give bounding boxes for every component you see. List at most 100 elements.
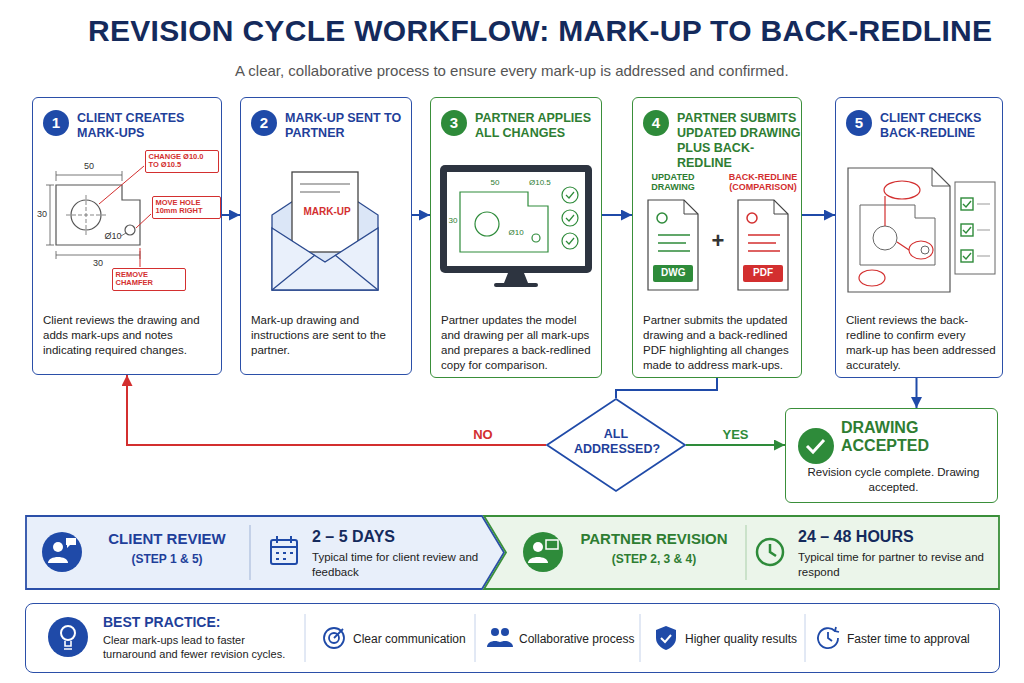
reviewer-icon — [53, 542, 63, 552]
dimension: 50 — [84, 161, 94, 171]
dimension: 30 — [449, 216, 458, 225]
part-drawing — [121, 233, 126, 236]
flow-connector — [686, 444, 785, 446]
shield-icon — [656, 626, 676, 650]
step-heading: PARTNER SUBMITS UPDATED DRAWING PLUS BAC… — [677, 111, 803, 171]
benefit-item: Faster time to approval — [847, 632, 995, 647]
dimension: Ø10 — [105, 231, 122, 241]
shield-icon — [656, 626, 676, 650]
step-number: 1 — [43, 110, 69, 136]
step-number: 2 — [251, 110, 277, 136]
dimension: Ø10.5 — [529, 178, 551, 187]
document-label: UPDATED DRAWING — [641, 172, 705, 193]
clock-icon — [757, 539, 783, 565]
part-drawing — [46, 185, 54, 245]
flow-connector — [616, 378, 717, 398]
people-icon — [497, 641, 513, 647]
flow-connector — [602, 214, 632, 216]
monitor-icon — [475, 212, 499, 236]
partner-icon — [546, 540, 558, 549]
markup-callout: CHANGE Ø10.0 TO Ø10.5 — [145, 150, 219, 173]
part-drawing — [56, 185, 140, 245]
markup-callout: MOVE HOLE 10mm RIGHT — [152, 196, 222, 219]
calendar-icon — [271, 536, 297, 547]
envelope-icon — [272, 255, 378, 290]
bulb-icon — [64, 641, 72, 649]
partner-icon — [523, 532, 563, 572]
monitor-icon — [532, 234, 540, 242]
step-description: Client reviews the drawing and adds mark… — [43, 313, 215, 358]
edge-label: NO — [469, 427, 497, 442]
decision-diamond-outline — [547, 399, 685, 491]
redline-document — [921, 246, 929, 254]
monitor-icon — [562, 233, 578, 249]
subtitle: A clear, collaborative process to ensure… — [235, 62, 789, 79]
checklist-icon — [963, 201, 971, 207]
monitor-icon — [440, 165, 592, 273]
step-description: Partner submits the updated drawing and … — [643, 313, 798, 373]
refresh-clock-icon — [818, 627, 839, 648]
duration: 2 – 5 DAYS — [312, 528, 487, 546]
divider — [746, 525, 747, 580]
document-label: BACK-REDLINE (COMPARISON) — [723, 172, 803, 193]
monitor-icon — [566, 192, 574, 198]
reviewer-icon — [42, 532, 82, 572]
partner-icon — [523, 532, 563, 572]
divider — [305, 614, 805, 662]
redline-document — [859, 181, 933, 286]
file-badge: DWG — [661, 267, 685, 278]
monitor-icon — [566, 215, 574, 221]
document-icon — [653, 265, 693, 282]
refresh-clock-icon — [828, 632, 832, 641]
callout-text: REMOVE CHAMFER — [116, 271, 182, 288]
target-icon — [334, 629, 343, 638]
calendar-icon — [271, 536, 297, 564]
monitor-icon — [566, 238, 574, 244]
leader-line — [140, 248, 141, 267]
part-drawing — [46, 171, 140, 259]
step-heading: PARTNER APPLIES ALL CHANGES — [475, 111, 599, 141]
redline-document — [848, 168, 950, 292]
monitor-icon — [447, 172, 585, 266]
checklist-icon — [955, 182, 995, 274]
checklist-icon — [963, 253, 971, 259]
step-heading: CLIENT CREATES MARK-UPS — [77, 111, 217, 141]
decision-diamond: ALL ADDRESSED? — [546, 398, 686, 492]
document-icon — [738, 200, 788, 290]
document-icon — [747, 213, 757, 223]
part-drawing — [125, 225, 135, 235]
people-icon — [491, 628, 499, 636]
document-icon — [774, 200, 788, 214]
redline-document — [860, 205, 935, 265]
shield-icon — [661, 635, 671, 642]
document-icon — [743, 265, 783, 282]
bulb-icon — [61, 626, 75, 640]
step-number: 4 — [643, 110, 669, 136]
plus-sign: + — [712, 228, 725, 254]
monitor-icon — [504, 273, 528, 283]
monitor-icon — [460, 192, 548, 252]
divider — [305, 614, 805, 662]
duration: 24 – 48 HOURS — [798, 528, 993, 546]
document-icon — [684, 200, 698, 214]
redline-document — [884, 181, 920, 199]
target-icon — [324, 628, 344, 648]
envelope-icon — [272, 228, 378, 290]
band-heading: CLIENT REVIEW — [92, 530, 242, 547]
step-heading: CLIENT CHECKS BACK-REDLINE — [880, 111, 998, 141]
step-heading: MARK-UP SENT TO PARTNER — [285, 111, 407, 141]
flow-connector — [222, 214, 240, 216]
document-icon — [648, 200, 698, 290]
calendar-icon — [276, 553, 293, 559]
people-icon — [487, 628, 513, 647]
step-number: 5 — [846, 110, 872, 136]
partner-icon — [528, 557, 548, 563]
dimension: Ø10 — [509, 228, 524, 237]
markup-callout: REMOVE CHAMFER — [112, 268, 186, 291]
best-practice-text: Clear mark-ups lead to faster turnaround… — [103, 633, 298, 662]
step-description: Partner updates the model and drawing pe… — [441, 313, 596, 373]
envelope-icon — [272, 172, 378, 290]
leader-line — [136, 214, 151, 228]
